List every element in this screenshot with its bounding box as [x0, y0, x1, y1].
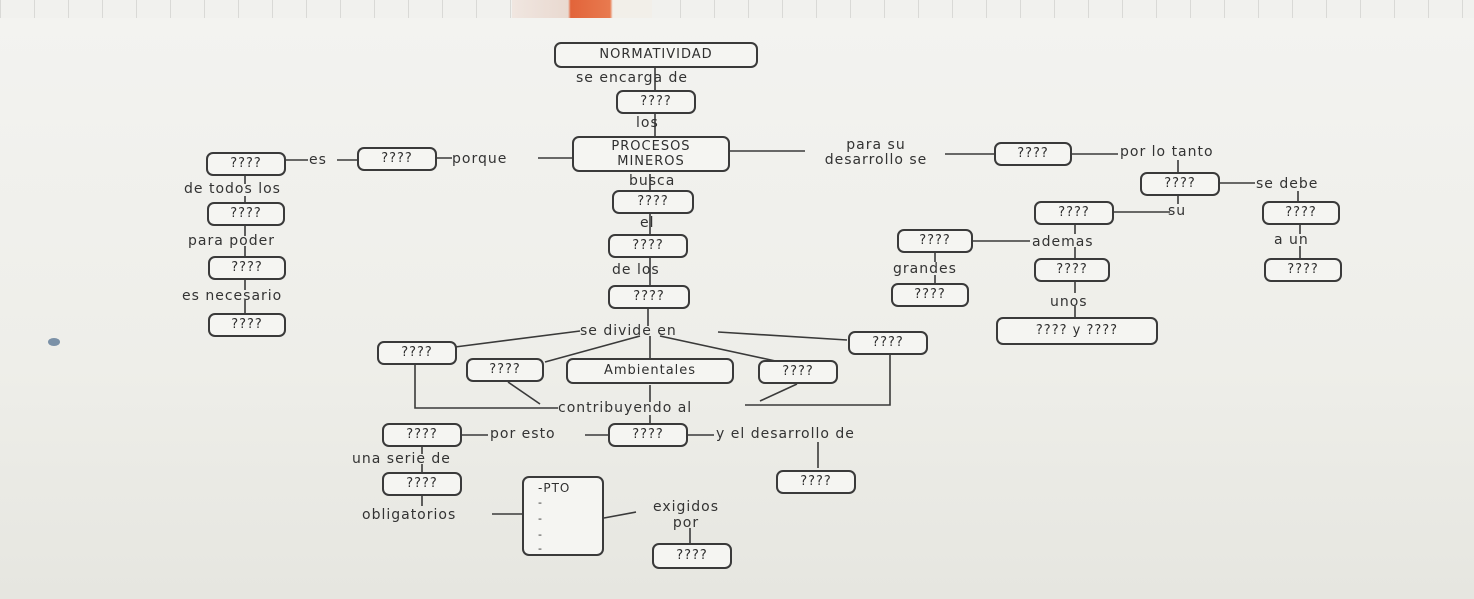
pto-dash: - [538, 542, 543, 555]
procesos-mineros-node: PROCESOS MINEROS [572, 136, 730, 172]
pto-dash: - [538, 496, 543, 509]
node-placeholder-pair: ???? y ???? [996, 317, 1158, 345]
node-placeholder: ???? [608, 234, 688, 258]
node-placeholder: ???? [608, 285, 690, 309]
node-placeholder: ???? [608, 423, 688, 447]
label-de-todos-los: de todos los [184, 181, 281, 197]
node-placeholder: ???? [1264, 258, 1342, 282]
label-de-los: de los [612, 262, 660, 278]
node-placeholder: ???? [897, 229, 973, 253]
node-placeholder: ???? [891, 283, 969, 307]
label-contribuyendo-al: contribuyendo al [558, 400, 693, 416]
node-placeholder: ???? [776, 470, 856, 494]
background-grid-paper [0, 0, 1474, 22]
node-placeholder: ???? [382, 472, 462, 496]
pto-list-node: -PTO - - - - [522, 476, 604, 556]
label-busca: busca [629, 173, 676, 189]
node-placeholder: ???? [612, 190, 694, 214]
label-para-poder: para poder [188, 233, 275, 249]
label-el: el [640, 215, 655, 231]
label-y-el-desarrollo-de: y el desarrollo de [716, 426, 855, 442]
node-placeholder: ???? [616, 90, 696, 114]
node-placeholder: ???? [758, 360, 838, 384]
node-placeholder: ???? [1034, 201, 1114, 225]
node-placeholder: ???? [994, 142, 1072, 166]
label-grandes: grandes [893, 261, 957, 277]
label-es-necesario: es necesario [182, 288, 283, 304]
label-a-un: a un [1274, 232, 1309, 248]
node-placeholder: ???? [652, 543, 732, 569]
node-placeholder: ???? [1034, 258, 1110, 282]
label-se-divide-en: se divide en [580, 323, 677, 339]
label-los: los [636, 115, 659, 131]
title-node: NORMATIVIDAD [554, 42, 758, 68]
node-placeholder: ???? [1140, 172, 1220, 196]
label-obligatorios: obligatorios [362, 507, 457, 523]
node-placeholder: ???? [208, 313, 286, 337]
label-su: su [1168, 203, 1187, 219]
label-es: es [309, 152, 327, 168]
pto-dash: - [538, 528, 543, 541]
label-se-debe: se debe [1256, 176, 1319, 192]
label-ademas: ademas [1032, 234, 1094, 250]
pto-label: -PTO [538, 481, 571, 495]
ink-spot [48, 338, 60, 346]
node-placeholder: ???? [208, 256, 286, 280]
ambientales-node: Ambientales [566, 358, 734, 384]
node-placeholder: ???? [382, 423, 462, 447]
node-placeholder: ???? [1262, 201, 1340, 225]
label-por-esto: por esto [490, 426, 556, 442]
node-placeholder: ???? [377, 341, 457, 365]
label-una-serie-de: una serie de [352, 451, 451, 467]
node-placeholder: ???? [466, 358, 544, 382]
node-placeholder: ???? [357, 147, 437, 171]
label-por-lo-tanto: por lo tanto [1120, 144, 1214, 160]
label-exigidos-por: exigidos por [652, 499, 720, 531]
label-unos: unos [1050, 294, 1088, 310]
pto-dash: - [538, 512, 543, 525]
node-placeholder: ???? [207, 202, 285, 226]
label-porque: porque [452, 151, 508, 167]
label-se-encarga-de: se encarga de [576, 70, 689, 86]
node-placeholder: ???? [848, 331, 928, 355]
pen [512, 0, 652, 20]
node-placeholder: ???? [206, 152, 286, 176]
label-para-su-desarrollo-se: para su desarrollo se [824, 137, 928, 168]
